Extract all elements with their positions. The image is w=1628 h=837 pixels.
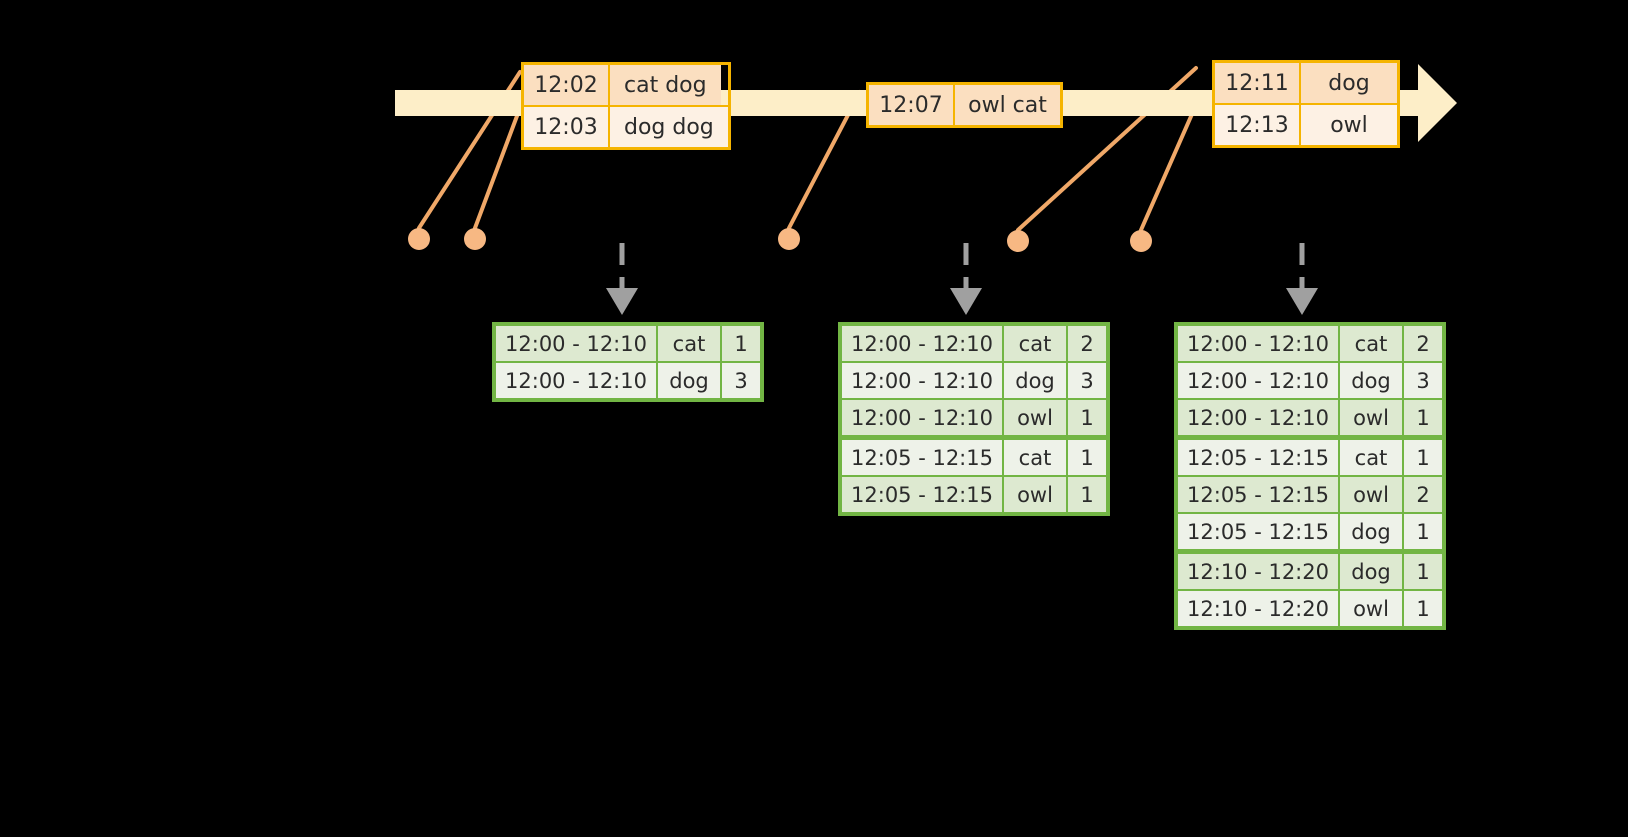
cell-window: 12:05 - 12:15 [1178, 477, 1338, 512]
cell-count: 1 [1068, 477, 1106, 512]
flow-arrow-3 [1286, 243, 1318, 315]
event-box-3[interactable]: 12:11 dog 12:13 owl [1212, 60, 1400, 148]
event-values: owl cat [955, 85, 1060, 125]
stream-dot-1[interactable] [408, 228, 430, 250]
cell-count: 1 [1068, 440, 1106, 475]
event-row[interactable]: 12:03 dog dog [524, 105, 728, 147]
stream-dot-4[interactable] [1007, 230, 1029, 252]
event-time: 12:03 [524, 107, 610, 147]
cell-window: 12:00 - 12:10 [842, 363, 1002, 398]
cell-window: 12:05 - 12:15 [842, 440, 1002, 475]
flow-arrow-1 [606, 243, 638, 315]
cell-window: 12:00 - 12:10 [496, 326, 656, 361]
cell-count: 1 [722, 326, 760, 361]
cell-count: 3 [722, 363, 760, 398]
table-row[interactable]: 12:00 - 12:10 dog 3 [842, 363, 1106, 398]
cell-window: 12:00 - 12:10 [496, 363, 656, 398]
event-row[interactable]: 12:02 cat dog [524, 65, 728, 105]
cell-key: dog [1340, 363, 1402, 398]
result-table-3[interactable]: 12:00 - 12:10 cat 2 12:00 - 12:10 dog 3 … [1174, 322, 1446, 630]
table-row[interactable]: 12:00 - 12:10 cat 2 [1178, 326, 1442, 361]
table-row[interactable]: 12:00 - 12:10 dog 3 [496, 363, 760, 398]
result-table-1[interactable]: 12:00 - 12:10 cat 1 12:00 - 12:10 dog 3 [492, 322, 764, 402]
connector-line-5 [1139, 103, 1198, 232]
cell-key: cat [1340, 326, 1402, 361]
cell-window: 12:00 - 12:10 [1178, 363, 1338, 398]
event-time: 12:11 [1215, 63, 1301, 103]
table-row[interactable]: 12:00 - 12:10 cat 2 [842, 326, 1106, 361]
table-row[interactable]: 12:00 - 12:10 cat 1 [496, 326, 760, 361]
cell-window: 12:05 - 12:15 [1178, 514, 1338, 549]
event-row[interactable]: 12:07 owl cat [869, 85, 1060, 125]
table-row[interactable]: 12:05 - 12:15 owl 2 [1178, 477, 1442, 512]
cell-count: 1 [1068, 400, 1106, 435]
event-box-1[interactable]: 12:02 cat dog 12:03 dog dog [521, 62, 731, 150]
connector-line-2 [473, 106, 522, 230]
cell-key: dog [658, 363, 720, 398]
cell-key: cat [1340, 440, 1402, 475]
table-row[interactable]: 12:00 - 12:10 owl 1 [842, 400, 1106, 435]
cell-window: 12:00 - 12:10 [1178, 400, 1338, 435]
cell-count: 1 [1404, 514, 1442, 549]
cell-count: 3 [1068, 363, 1106, 398]
result-table-2[interactable]: 12:00 - 12:10 cat 2 12:00 - 12:10 dog 3 … [838, 322, 1110, 516]
table-row[interactable]: 12:05 - 12:15 owl 1 [842, 477, 1106, 512]
table-row[interactable]: 12:00 - 12:10 dog 3 [1178, 363, 1442, 398]
table-row[interactable]: 12:00 - 12:10 owl 1 [1178, 400, 1442, 435]
cell-key: owl [1004, 477, 1066, 512]
cell-count: 1 [1404, 400, 1442, 435]
timeline-arrow-head [1418, 64, 1457, 142]
cell-count: 3 [1404, 363, 1442, 398]
table-row[interactable]: 12:05 - 12:15 cat 1 [842, 440, 1106, 475]
table-row[interactable]: 12:10 - 12:20 dog 1 [1178, 554, 1442, 589]
cell-window: 12:05 - 12:15 [842, 477, 1002, 512]
stream-dot-5[interactable] [1130, 230, 1152, 252]
cell-count: 2 [1068, 326, 1106, 361]
cell-count: 1 [1404, 554, 1442, 589]
stream-dot-3[interactable] [778, 228, 800, 250]
cell-key: dog [1004, 363, 1066, 398]
stream-dot-2[interactable] [464, 228, 486, 250]
cell-window: 12:00 - 12:10 [1178, 326, 1338, 361]
cell-key: cat [658, 326, 720, 361]
cell-key: owl [1340, 591, 1402, 626]
table-row[interactable]: 12:05 - 12:15 dog 1 [1178, 514, 1442, 549]
cell-count: 1 [1404, 440, 1442, 475]
flow-arrow-2 [950, 243, 982, 315]
cell-key: owl [1340, 477, 1402, 512]
cell-key: dog [1340, 554, 1402, 589]
cell-window: 12:00 - 12:10 [842, 326, 1002, 361]
cell-window: 12:10 - 12:20 [1178, 591, 1338, 626]
event-values: dog [1301, 63, 1397, 103]
event-values: dog dog [610, 107, 728, 147]
cell-key: owl [1340, 400, 1402, 435]
event-time: 12:07 [869, 85, 955, 125]
event-row[interactable]: 12:13 owl [1215, 103, 1397, 145]
event-time: 12:13 [1215, 105, 1301, 145]
event-box-2[interactable]: 12:07 owl cat [866, 82, 1063, 128]
table-row[interactable]: 12:05 - 12:15 cat 1 [1178, 440, 1442, 475]
event-values: cat dog [610, 65, 721, 105]
cell-count: 1 [1404, 591, 1442, 626]
cell-key: cat [1004, 326, 1066, 361]
event-row[interactable]: 12:11 dog [1215, 63, 1397, 103]
cell-key: dog [1340, 514, 1402, 549]
cell-window: 12:00 - 12:10 [842, 400, 1002, 435]
cell-window: 12:10 - 12:20 [1178, 554, 1338, 589]
event-time: 12:02 [524, 65, 610, 105]
cell-key: cat [1004, 440, 1066, 475]
table-row[interactable]: 12:10 - 12:20 owl 1 [1178, 591, 1442, 626]
cell-key: owl [1004, 400, 1066, 435]
event-values: owl [1301, 105, 1397, 145]
cell-count: 2 [1404, 326, 1442, 361]
cell-window: 12:05 - 12:15 [1178, 440, 1338, 475]
cell-count: 2 [1404, 477, 1442, 512]
